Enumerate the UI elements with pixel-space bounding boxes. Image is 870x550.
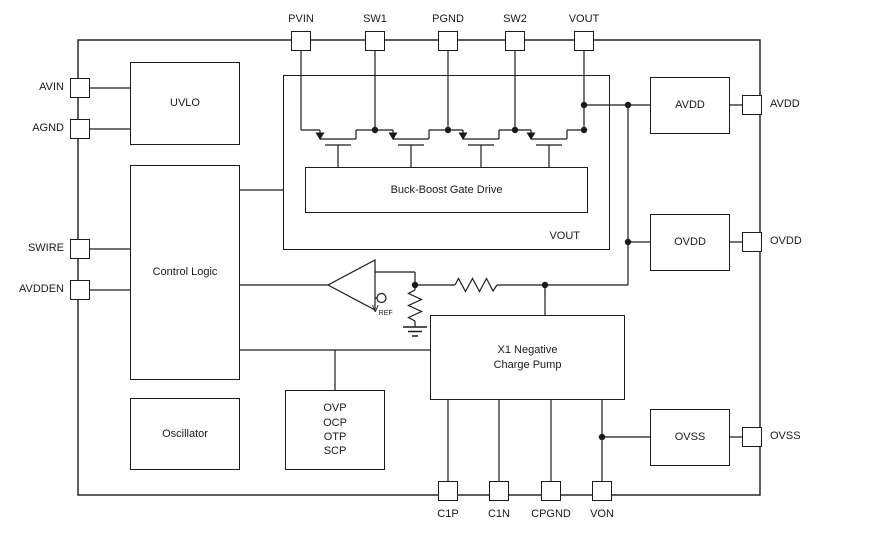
junction-dot [598,433,606,441]
pin-label-vout: VOUT [568,13,600,25]
block-avdd-label: AVDD [675,99,705,112]
block-control-logic-label: Control Logic [152,266,218,279]
chip-boundary [77,39,761,496]
pin-pvin [291,31,311,51]
pin-avin [70,78,90,98]
body-arrow-icon [315,132,325,140]
mosfet-m4 [526,130,568,167]
pin-c1p [438,481,458,501]
block-ovdd: OVDD [650,214,730,271]
mosfet-m1 [315,130,357,167]
pin-label-c1n: C1N [487,508,510,520]
pin-c1n [489,481,509,501]
block-charge-pump: X1 Negative Charge Pump [430,315,625,400]
body-arrow-icon [388,132,398,140]
pin-avdd-out [742,95,762,115]
protection-ovp-label: OVP [323,402,347,415]
block-charge-pump-label: X1 Negative Charge Pump [494,343,562,372]
pin-vout [574,31,594,51]
body-arrow-icon [458,132,468,140]
junction-dot [411,281,419,289]
pin-label-cpgnd: CPGND [531,508,571,520]
pin-label-avdd: AVDD [770,98,800,110]
junction-dot [580,101,588,109]
pin-pgnd [438,31,458,51]
pin-label-sw2: SW2 [503,13,527,25]
block-power-stage [283,75,610,250]
power-stage-vout-label: VOUT [549,230,580,242]
junction-dots [371,101,632,441]
pin-label-c1p: C1P [437,508,459,520]
junction-dot [580,126,588,134]
charge-pump-line1: X1 Negative [497,344,558,357]
junction-dot [511,126,519,134]
block-protection-labels: OVP OCP OTP SCP [323,401,347,458]
pin-sw1 [365,31,385,51]
protection-scp-label: SCP [323,445,347,458]
protection-ocp-label: OCP [323,416,347,429]
junction-dot [371,126,379,134]
block-oscillator: Oscillator [130,398,240,470]
pin-label-ovss: OVSS [770,430,801,442]
vref-terminal-icon [376,292,387,304]
vref-label: VREF [372,304,393,317]
pin-ovdd-out [742,232,762,252]
junction-dot [444,126,452,134]
protection-otp-label: OTP [323,431,347,443]
pin-label-ovdd: OVDD [770,235,802,247]
block-control-logic: Control Logic [130,165,240,380]
ground-icon [403,326,427,337]
vref-sub: REF [378,310,393,317]
pin-von [592,481,612,501]
pin-label-sw1: SW1 [363,13,387,25]
pin-label-pgnd: PGND [432,13,464,25]
pin-label-pvin: PVIN [288,13,314,25]
charge-pump-line2: Charge Pump [493,358,562,371]
resistor-vertical-icon [407,289,423,322]
block-ovss: OVSS [650,409,730,466]
pin-agnd [70,119,90,139]
mosfet-m3 [458,130,500,167]
resistor-horizontal-icon [454,277,498,293]
block-gate-drive-label: Buck-Boost Gate Drive [390,183,503,196]
block-gate-drive: Buck-Boost Gate Drive [305,167,588,213]
comparator-icon [326,259,387,311]
pin-ovss-out [742,427,762,447]
pin-avdden [70,280,90,300]
block-oscillator-label: Oscillator [162,427,208,440]
pin-cpgnd [541,481,561,501]
pin-sw2 [505,31,525,51]
block-uvlo: UVLO [130,62,240,145]
block-protection: OVP OCP OTP SCP [285,390,385,470]
mosfet-m2 [388,130,430,167]
junction-dot [624,238,632,246]
junction-dot [624,101,632,109]
block-uvlo-label: UVLO [170,97,200,110]
pin-label-swire: SWIRE [27,242,64,254]
pin-swire [70,239,90,259]
pin-label-avin: AVIN [39,81,64,93]
pin-label-agnd: AGND [32,122,64,134]
vref-base: V [372,304,379,315]
pin-label-von: VON [590,508,614,520]
block-ovdd-label: OVDD [674,236,706,249]
junction-dot [541,281,549,289]
block-ovss-label: OVSS [674,431,706,444]
pin-label-avdden: AVDDEN [18,283,64,295]
block-avdd: AVDD [650,77,730,134]
body-arrow-icon [526,132,536,140]
